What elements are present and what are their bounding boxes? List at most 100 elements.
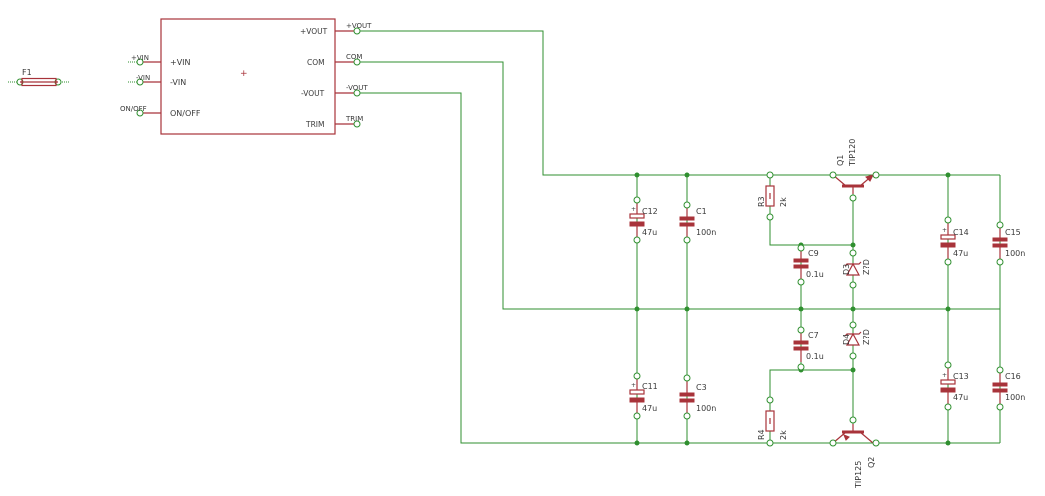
pin-circle[interactable] (996, 221, 1004, 229)
pin-circle[interactable] (849, 281, 857, 289)
cap-plate-pos (629, 213, 645, 219)
capacitor-c3[interactable]: C3 100n (679, 378, 716, 416)
pin-circle[interactable] (872, 171, 880, 179)
capacitor-c14[interactable]: + C14 47u (940, 220, 969, 262)
cap-ref-label: C14 (953, 228, 969, 237)
junction-dot (945, 306, 951, 312)
pin-circle[interactable] (944, 258, 952, 266)
pin-circle[interactable] (849, 194, 857, 202)
pin-circle[interactable] (766, 439, 774, 447)
cap-value-label: 100n (696, 404, 716, 413)
resistor-r4[interactable]: R4 2k (757, 410, 788, 440)
capacitor-c7[interactable]: C7 0.1u (793, 330, 824, 362)
pin-circle[interactable] (353, 27, 361, 35)
transistor-q2[interactable]: Q2 TIP125 (832, 424, 876, 489)
resistor-value-label: 2k (779, 197, 788, 207)
junction-dot (684, 172, 690, 178)
pin-circle[interactable] (633, 412, 641, 420)
cap-plate (793, 264, 809, 269)
module-origin-mark: + (240, 69, 248, 79)
pin-circle[interactable] (633, 372, 641, 380)
cap-plate (992, 237, 1008, 242)
pin-circle[interactable] (996, 366, 1004, 374)
capacitor-c1[interactable]: C1 100n (679, 205, 716, 240)
pin-circle[interactable] (944, 361, 952, 369)
cap-value-label: 47u (642, 404, 657, 413)
polarity-plus: + (942, 227, 947, 234)
pin-circle[interactable] (829, 171, 837, 179)
cap-plate-neg (629, 397, 645, 403)
wire-r3-base[interactable] (769, 175, 853, 246)
wire-vout-neg[interactable] (357, 92, 1000, 444)
fuse-f1[interactable]: F1 (8, 68, 70, 87)
pin-circle[interactable] (633, 236, 641, 244)
pin-circle[interactable] (797, 278, 805, 286)
net-label-onoff: ON/OFF (120, 105, 147, 113)
junction-dot (798, 306, 804, 312)
transistor-value-label: TIP120 (848, 139, 857, 167)
cap-value-label: 0.1u (806, 270, 824, 279)
cap-plate (679, 222, 695, 227)
cap-ref-label: C1 (696, 207, 707, 216)
cap-plate-pos (940, 234, 956, 240)
pin-circle[interactable] (872, 439, 880, 447)
capacitor-c11[interactable]: + C11 47u (629, 376, 658, 416)
pin-circle[interactable] (944, 403, 952, 411)
cap-value-label: 100n (1005, 393, 1025, 402)
pin-circle[interactable] (829, 439, 837, 447)
pin-circle[interactable] (996, 403, 1004, 411)
part-pins (633, 171, 1004, 447)
pin-circle[interactable] (633, 196, 641, 204)
wire-vout-pos[interactable] (357, 30, 1000, 176)
pin-circle[interactable] (944, 216, 952, 224)
capacitor-c9[interactable]: C9 0.1u (793, 248, 824, 282)
transistor-emitter (859, 431, 874, 444)
cap-plate-pos (940, 379, 956, 385)
junction-dot (684, 306, 690, 312)
junction-dot (850, 242, 856, 248)
cap-ref-label: C16 (1005, 372, 1021, 381)
transistor-arrow (843, 434, 850, 441)
fuse-ref-label: F1 (22, 68, 32, 77)
dcdc-module[interactable]: + +VIN -VIN ON/OFF +VIN -VIN ON/OFF +VOU… (120, 18, 372, 135)
wire-com[interactable] (357, 61, 1000, 310)
capacitor-c15[interactable]: C15 100n (992, 225, 1025, 262)
polarity-plus: + (631, 206, 636, 213)
pin-circle[interactable] (797, 363, 805, 371)
pin-circle[interactable] (766, 213, 774, 221)
pin-circle[interactable] (683, 201, 691, 209)
pin-circle[interactable] (797, 244, 805, 252)
pin-circle[interactable] (683, 412, 691, 420)
junction-dot (945, 440, 951, 446)
pin-circle[interactable] (996, 258, 1004, 266)
pin-circle[interactable] (353, 120, 361, 128)
diode-value-label: Z?D (862, 259, 871, 275)
zener-d4[interactable]: D4 Z?D (842, 329, 871, 346)
pin-circle[interactable] (683, 236, 691, 244)
wires (357, 30, 1001, 444)
transistor-ref-label: Q1 (836, 155, 845, 166)
pin-circle[interactable] (683, 374, 691, 382)
capacitor-c13[interactable]: + C13 47u (940, 365, 969, 407)
pin-circle[interactable] (353, 58, 361, 66)
cap-plate (793, 346, 809, 351)
capacitor-c12[interactable]: + C12 47u (629, 200, 658, 240)
pin-circle[interactable] (797, 326, 805, 334)
pin-circle[interactable] (136, 109, 144, 117)
pin-circle[interactable] (849, 249, 857, 257)
zener-d3[interactable]: D3 Z?D (842, 259, 871, 276)
pin-label-vin-neg: -VIN (170, 78, 186, 87)
capacitor-c16[interactable]: C16 100n (992, 370, 1025, 407)
transistor-q1[interactable]: Q1 TIP120 (832, 139, 874, 194)
pin-circle[interactable] (353, 89, 361, 97)
diode-ref-label: D4 (842, 334, 851, 345)
pin-circle[interactable] (766, 396, 774, 404)
cap-plate-neg (629, 221, 645, 227)
cap-ref-label: C12 (642, 207, 658, 216)
pin-circle[interactable] (849, 416, 857, 424)
pin-circle[interactable] (766, 171, 774, 179)
pin-circle[interactable] (849, 352, 857, 360)
pin-circle[interactable] (849, 321, 857, 329)
resistor-r3[interactable]: R3 2k (757, 185, 788, 207)
